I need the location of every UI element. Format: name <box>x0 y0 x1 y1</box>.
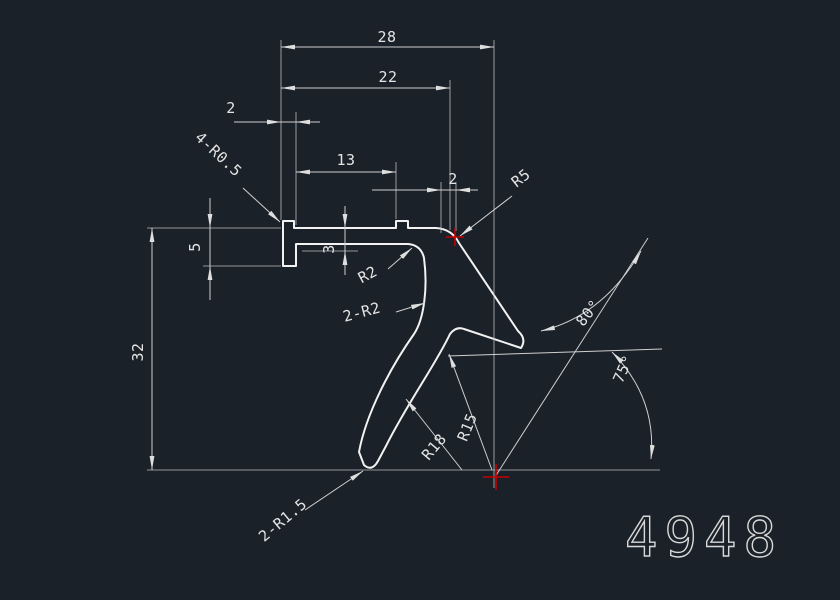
dim-text-2-right: 2 <box>448 170 458 188</box>
angle-arc-75 <box>611 351 655 460</box>
label-r15: R15 <box>454 410 481 443</box>
profile-outline <box>282 220 525 469</box>
leader-r5 <box>459 195 513 237</box>
label-angle-75: 75° <box>609 352 637 385</box>
dim-text-32: 32 <box>129 342 147 361</box>
dim-text-2-left: 2 <box>226 99 236 117</box>
leader-r18 <box>405 398 463 471</box>
dim-text-3: 3 <box>320 244 338 254</box>
label-r2: R2 <box>355 262 380 287</box>
center-mark <box>483 464 509 490</box>
label-r5: R5 <box>508 165 534 191</box>
angle-arc-80 <box>540 250 642 332</box>
leader-r15 <box>448 353 493 471</box>
label-2-r15: 2-R1.5 <box>255 495 310 546</box>
leader-2-r2 <box>395 302 426 313</box>
label-4-r05: 4-R0.5 <box>191 128 245 180</box>
label-2-r2: 2-R2 <box>341 299 382 326</box>
leader-4-r05 <box>242 187 281 223</box>
leader-r2 <box>387 247 413 270</box>
dim-text-22: 22 <box>378 68 397 86</box>
dim-text-28: 28 <box>377 28 396 46</box>
angle-ref-line <box>447 348 663 357</box>
label-r18: R18 <box>418 430 450 463</box>
dim-text-5: 5 <box>186 242 204 252</box>
part-number: 4948 <box>625 506 783 569</box>
center-mark <box>446 228 464 246</box>
leader-2-r15 <box>304 470 364 511</box>
dim-text-13: 13 <box>336 151 355 169</box>
